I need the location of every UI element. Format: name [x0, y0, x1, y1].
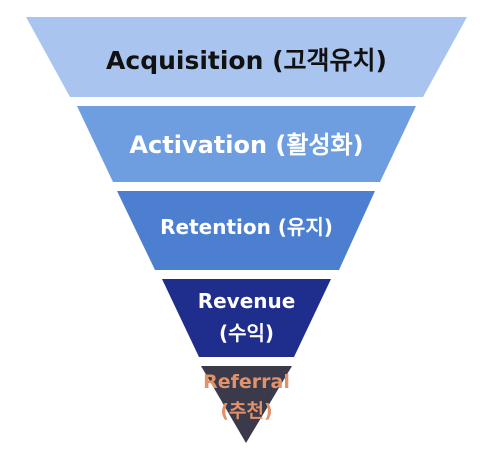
funnel-stage-revenue: Revenue (수익): [162, 279, 331, 357]
funnel-stage-retention: Retention (유지): [117, 191, 375, 270]
funnel-stage-referral-label-line-1: Referral: [203, 371, 290, 393]
funnel-stage-retention-shape: [117, 191, 375, 270]
funnel-stage-retention-label-line-1: Retention (유지): [160, 215, 333, 239]
funnel-stage-revenue-label-line-1: Revenue: [198, 289, 296, 313]
funnel-stage-acquisition-label-line-1: Acquisition (고객유치): [106, 46, 387, 75]
funnel-stage-referral-shape: [201, 366, 292, 443]
funnel-stage-referral: Referral (추천): [201, 366, 292, 443]
funnel-stage-revenue-shape: [162, 279, 331, 357]
funnel-stage-referral-label-line-2: (추천): [220, 400, 272, 422]
funnel-stage-acquisition: Acquisition (고객유치): [26, 17, 467, 97]
funnel-stage-revenue-label-line-2: (수익): [219, 321, 274, 345]
funnel-stage-activation: Activation (활성화): [77, 106, 416, 182]
funnel-stage-activation-shape: [77, 106, 416, 182]
funnel-stage-activation-label-line-1: Activation (활성화): [129, 131, 363, 159]
funnel-stage-acquisition-shape: [26, 17, 467, 97]
